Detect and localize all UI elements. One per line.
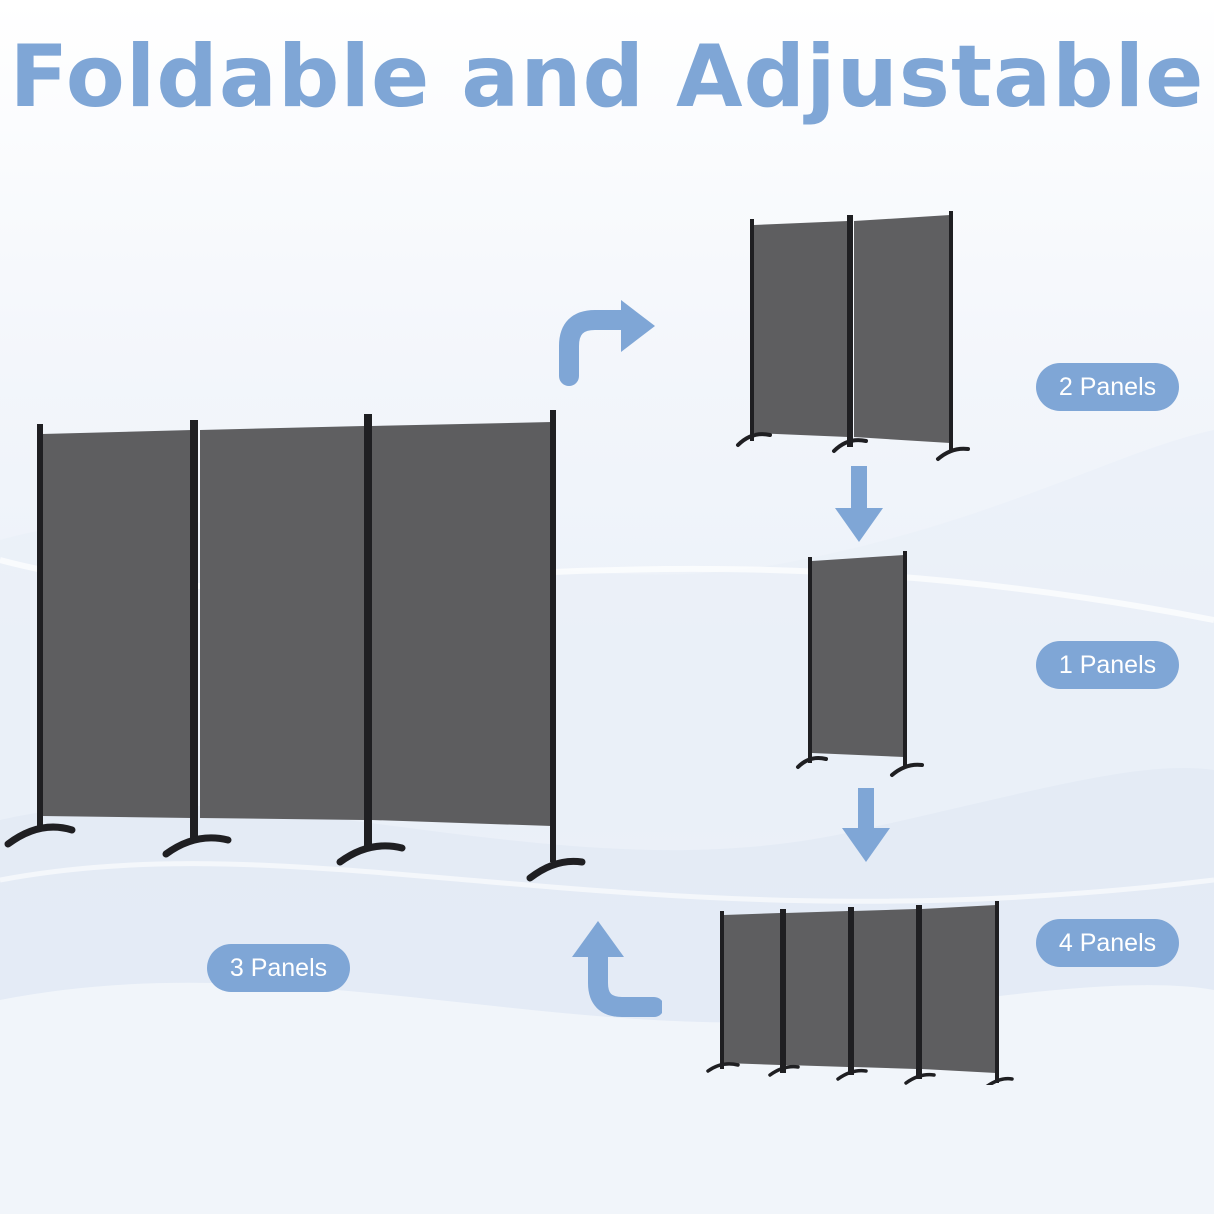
divider-1-panel-image	[796, 551, 924, 777]
page-title: Foldable and Adjustable	[9, 27, 1205, 127]
label-3-panels: 3 Panels	[207, 944, 350, 992]
divider-4-panels-image	[706, 901, 1014, 1085]
curved-arrow-up-icon	[572, 921, 662, 1017]
label-4-panels: 4 Panels	[1036, 919, 1179, 967]
divider-2-panels-image	[736, 211, 970, 461]
curved-arrow-right-icon	[559, 300, 655, 386]
arrow-down-icon	[835, 466, 883, 542]
divider-3-panels-image	[4, 410, 586, 882]
label-1-panels: 1 Panels	[1036, 641, 1179, 689]
label-2-panels: 2 Panels	[1036, 363, 1179, 411]
arrow-down-icon	[842, 788, 890, 862]
